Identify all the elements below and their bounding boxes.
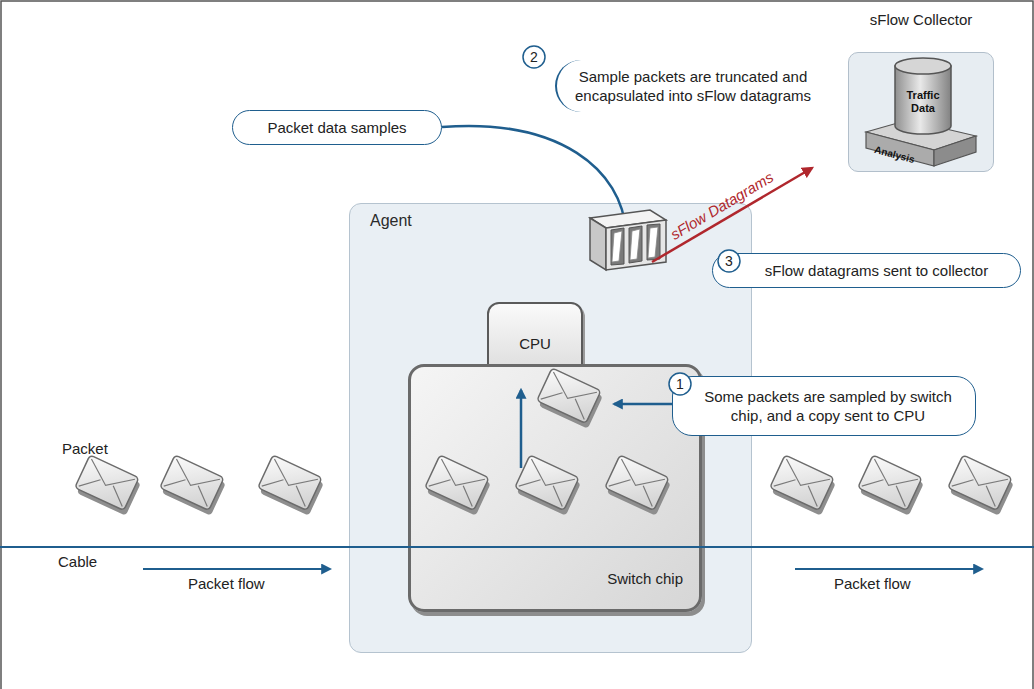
datagram-arrow <box>652 168 812 262</box>
collector-heading: sFlow Collector <box>849 11 993 28</box>
copy-arrow <box>520 390 523 468</box>
callout-circle <box>718 250 740 272</box>
callout-number-holder: 2 <box>530 49 538 65</box>
callout-circle <box>523 46 545 68</box>
packet-envelope <box>603 455 672 516</box>
callout-number-holder: 3 <box>725 253 733 269</box>
packet-envelope <box>158 455 227 516</box>
callout-box: Some packets are sampled by switch chip,… <box>672 376 976 436</box>
flow-label: Packet flow <box>834 575 911 592</box>
packet-envelope <box>423 455 492 516</box>
packet-envelope <box>946 455 1015 516</box>
callout-number: 3 <box>725 253 733 269</box>
cable-label: Cable <box>58 553 97 570</box>
flow-label-holder: Packet flow <box>834 575 911 593</box>
collector-box: sFlow CollectorTraffic DataAnalysis <box>848 52 994 172</box>
flow-label: Packet flow <box>188 575 265 592</box>
flow-arrow <box>795 568 982 570</box>
callout-box: Packet data samples <box>232 110 442 145</box>
packet-envelope <box>513 455 582 516</box>
packet-envelope <box>73 455 142 516</box>
callout-number: 2 <box>530 49 538 65</box>
packet-envelope <box>856 455 925 516</box>
cylinder-label: Traffic Data <box>899 89 947 114</box>
flow-label-holder: Packet flow <box>188 575 265 593</box>
cable-line <box>0 546 1034 548</box>
packet-label-holder: Packet <box>62 440 108 458</box>
chip-label: Switch chip <box>607 570 683 587</box>
callout-text: Packet data samples <box>267 119 406 136</box>
packet-envelope <box>256 455 325 516</box>
callout-arrow <box>442 126 626 232</box>
callout-text: sFlow datagrams sent to collector <box>765 262 988 279</box>
callout-box: Sample packets are truncated and encapsu… <box>555 60 829 112</box>
callout-number-holder: 1 <box>676 376 684 392</box>
callout-arrow <box>614 403 672 406</box>
packet-label: Packet <box>62 440 108 457</box>
callout-number: 1 <box>676 376 684 392</box>
flow-arrow <box>143 568 330 570</box>
callout-box: sFlow datagrams sent to collector <box>712 253 1021 288</box>
cpu-label: CPU <box>519 335 551 352</box>
callout-text: Some packets are sampled by switch chip,… <box>691 387 965 426</box>
packet-envelope <box>768 455 837 516</box>
callout-text: Sample packets are truncated and encapsu… <box>565 67 821 106</box>
callout-circle <box>669 373 691 395</box>
database-cylinder: Traffic Data <box>893 56 953 136</box>
agent-label: Agent <box>370 212 412 230</box>
cable-label-holder: Cable <box>58 553 97 571</box>
sampled-packet <box>535 368 604 429</box>
